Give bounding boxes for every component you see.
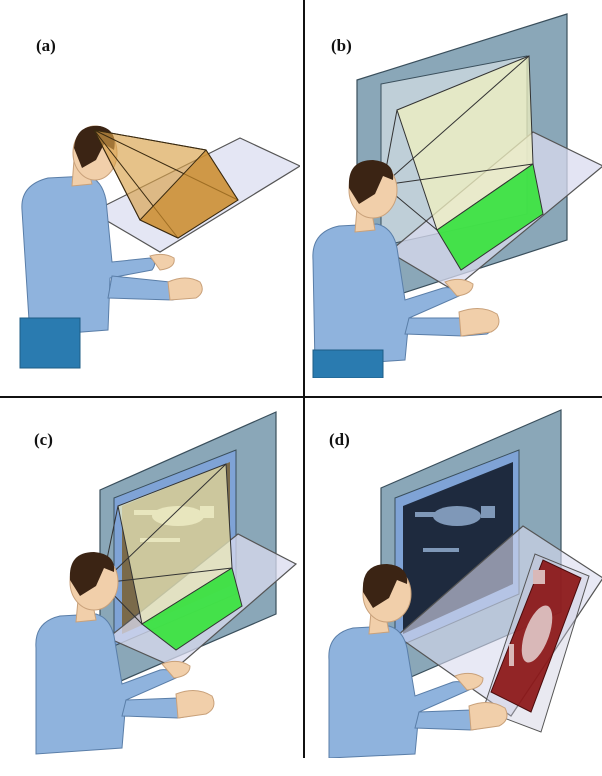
panel-a: (a) (0, 0, 300, 378)
panel-c-illustration (0, 398, 300, 758)
panel-a-illustration (0, 0, 300, 378)
content-bar (415, 512, 437, 517)
panel-d-illustration (305, 398, 602, 758)
panel-c: (c) (0, 398, 300, 776)
content-bar (423, 548, 459, 552)
panel-b: (b) (305, 0, 602, 378)
red-panel-square (533, 570, 545, 584)
content-square (481, 506, 495, 518)
content-ellipse (433, 506, 481, 526)
panel-b-illustration (305, 0, 602, 378)
panel-d: (d) (305, 398, 602, 776)
red-panel-bar (509, 644, 514, 666)
